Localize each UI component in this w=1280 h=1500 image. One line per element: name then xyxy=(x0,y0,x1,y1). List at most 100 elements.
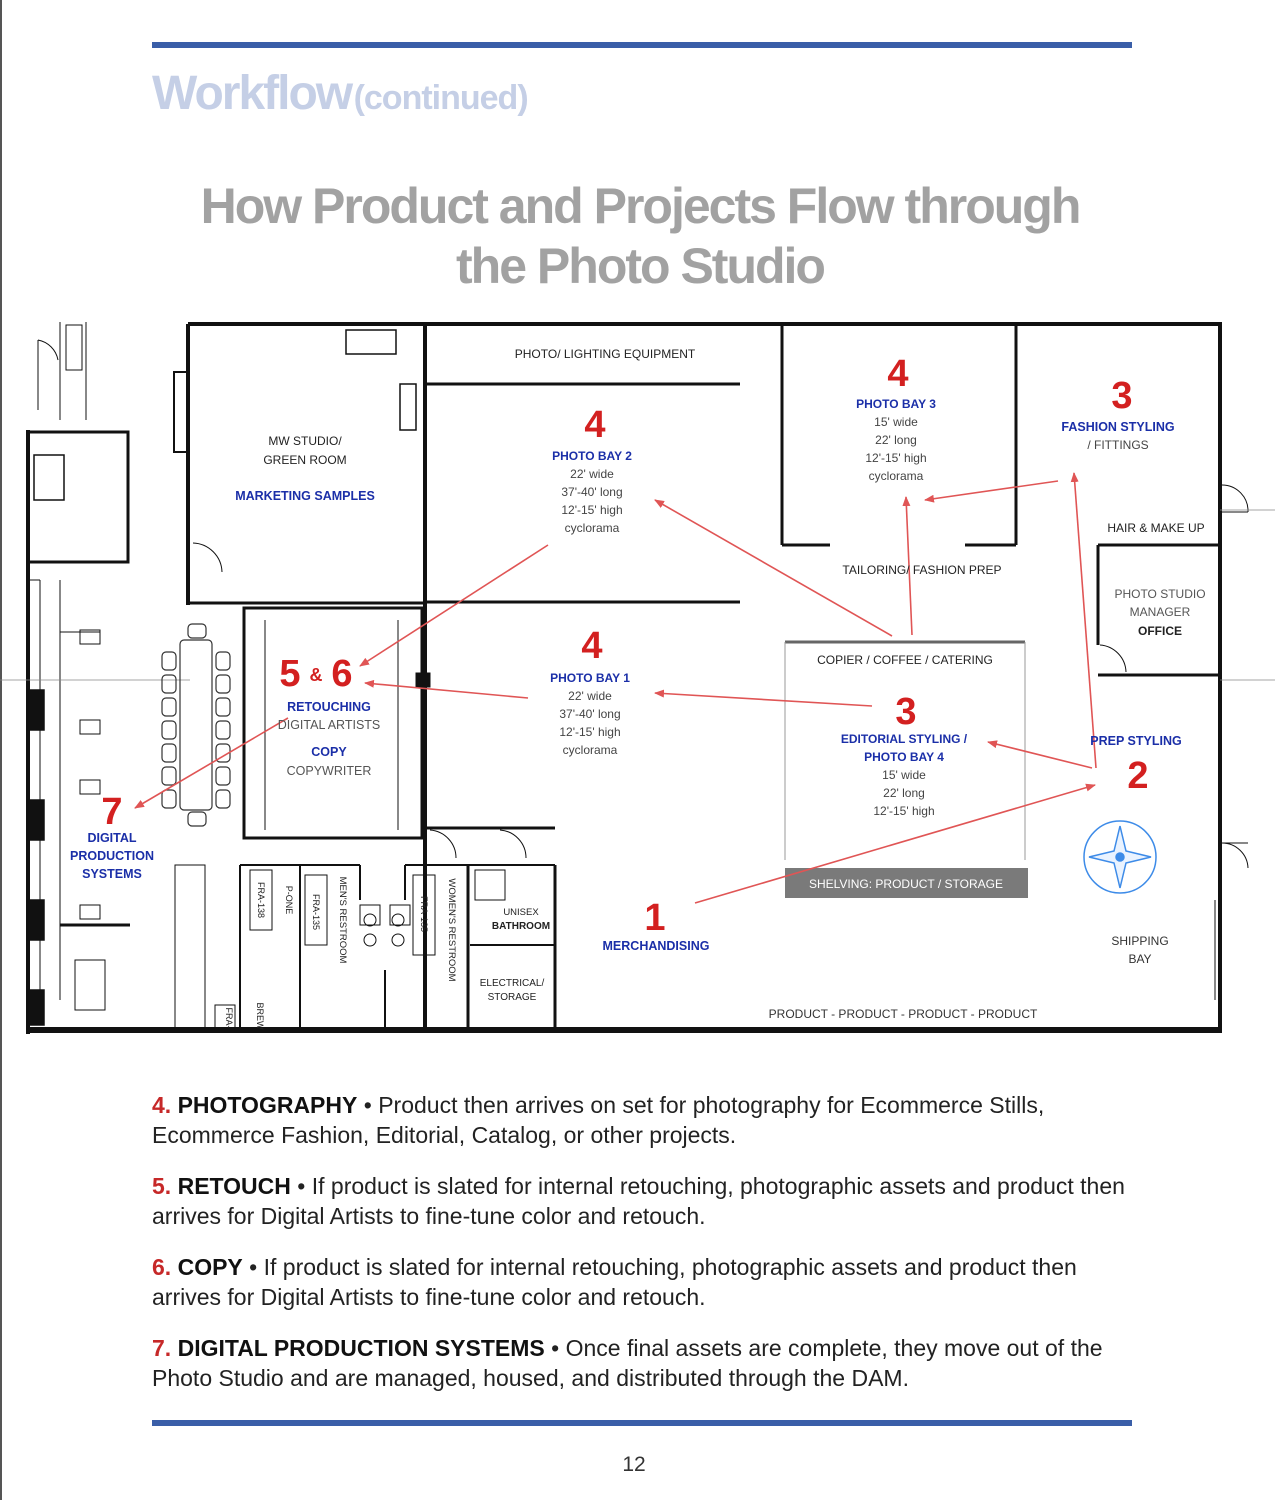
editorial-length: 22' long xyxy=(883,786,925,800)
editorial-height: 12'-15' high xyxy=(873,804,934,818)
step-name: PHOTOGRAPHY xyxy=(177,1092,358,1118)
step-name: COPY xyxy=(177,1254,243,1280)
bay1-length: 37'-40' long xyxy=(559,707,620,721)
step-text: Once final assets are complete, they mov… xyxy=(152,1335,1103,1391)
editorial-number: 3 xyxy=(895,691,916,733)
womens-restroom-label: WOMEN'S RESTROOM xyxy=(446,878,457,981)
dps-number: 7 xyxy=(101,791,122,833)
digital-artists-label: DIGITAL ARTISTS xyxy=(278,718,381,732)
manager-label-2: MANAGER xyxy=(1130,605,1191,619)
bay2-number: 4 xyxy=(584,404,605,446)
shelving-bar xyxy=(785,868,1028,898)
section-title-text: Workflow xyxy=(152,67,353,120)
arrow-prep-to-fashion xyxy=(1070,472,1097,769)
retouching-title: RETOUCHING xyxy=(287,700,371,714)
bay1-height: 12'-15' high xyxy=(559,725,620,739)
step-number: 7. xyxy=(152,1335,172,1361)
phone-label: P-ONE xyxy=(284,886,294,915)
mw-studio-label-1: MW STUDIO/ xyxy=(268,434,342,448)
bay3-title: PHOTO BAY 3 xyxy=(856,397,936,411)
bay3-length: 22' long xyxy=(875,433,917,447)
arrow-editorial-to-bay1 xyxy=(654,689,873,707)
fra-138-label: FRA-138 xyxy=(256,882,266,918)
bay1-number: 4 xyxy=(581,625,602,667)
compass-icon xyxy=(1083,820,1157,894)
dps-label-1: DIGITAL xyxy=(87,831,136,845)
step-name: DIGITAL PRODUCTION SYSTEMS xyxy=(177,1335,545,1361)
step-separator: • xyxy=(242,1254,264,1280)
arrow-prep-to-editorial xyxy=(987,740,1093,769)
section-title: Workflow (continued) xyxy=(152,66,529,121)
brew-label: BREW xyxy=(255,1003,265,1031)
electrical-label-2: STORAGE xyxy=(488,992,537,1003)
tailoring-label: TAILORING/ FASHION PREP xyxy=(842,563,1001,577)
product-row-label: PRODUCT - PRODUCT - PRODUCT - PRODUCT xyxy=(769,1007,1038,1021)
manager-label-3: OFFICE xyxy=(1138,624,1182,638)
floor-plan: PHOTO/ LIGHTING EQUIPMENT MW STUDIO/ GRE… xyxy=(0,322,1275,1034)
flow-arrows xyxy=(134,472,1097,904)
retouch-number-a: 5 xyxy=(279,653,300,695)
arrow-retouch-to-dps xyxy=(134,717,289,809)
editorial-title-2: PHOTO BAY 4 xyxy=(864,750,944,764)
bay3-type: cyclorama xyxy=(869,469,924,483)
arrow-bay2-to-retouch xyxy=(359,544,549,667)
bay2-length: 37'-40' long xyxy=(561,485,622,499)
page-edge xyxy=(0,0,2,1500)
mens-restroom-label: MEN'S RESTROOM xyxy=(337,877,348,964)
dps-label-3: SYSTEMS xyxy=(82,867,142,881)
dps-label-2: PRODUCTION xyxy=(70,849,154,863)
shipping-label-1: SHIPPING xyxy=(1111,934,1168,948)
bay3-height: 12'-15' high xyxy=(865,451,926,465)
copier-label: COPIER / COFFEE / CATERING xyxy=(817,653,993,667)
bay1-width: 22' wide xyxy=(568,689,612,703)
fashion-sub: / FITTINGS xyxy=(1087,438,1148,452)
fra-small-label: FRA- xyxy=(224,1008,234,1029)
step-name: RETOUCH xyxy=(177,1173,291,1199)
building-walls xyxy=(173,322,1275,1032)
page-heading-line2: the Photo Studio xyxy=(456,238,826,294)
step-number: 6. xyxy=(152,1254,172,1280)
editorial-title-1: EDITORIAL STYLING / xyxy=(841,732,968,746)
workflow-steps: 4. PHOTOGRAPHY • Product then arrives on… xyxy=(152,1090,1142,1414)
step-text: If product is slated for internal retouc… xyxy=(152,1173,1125,1229)
merch-title: MERCHANDISING xyxy=(603,939,710,953)
arrow-merch-to-prep xyxy=(694,783,1096,904)
marketing-samples-label: MARKETING SAMPLES xyxy=(235,489,375,503)
arrow-copier-to-bay2 xyxy=(654,499,893,637)
arrow-bay1-to-retouch xyxy=(364,679,529,699)
retouch-amp: & xyxy=(310,665,323,685)
unisex-label-2: BATHROOM xyxy=(492,921,550,932)
page-heading: How Product and Projects Flow through th… xyxy=(130,176,1150,296)
merch-number: 1 xyxy=(644,897,665,939)
mw-studio-label-2: GREEN ROOM xyxy=(263,453,346,467)
bay2-title: PHOTO BAY 2 xyxy=(552,449,632,463)
bay2-height: 12'-15' high xyxy=(561,503,622,517)
electrical-label-1: ELECTRICAL/ xyxy=(480,978,545,989)
editorial-width: 15' wide xyxy=(882,768,926,782)
fashion-number: 3 xyxy=(1111,375,1132,417)
page-number: 12 xyxy=(622,1453,646,1476)
arrow-copier-to-bay3 xyxy=(902,496,913,636)
step-separator: • xyxy=(357,1092,379,1118)
step-text: Product then arrives on set for photogra… xyxy=(152,1092,1045,1148)
fra-135-label-b: FRA-135 xyxy=(419,896,429,932)
step-digital-production-systems: 7. DIGITAL PRODUCTION SYSTEMS • Once fin… xyxy=(152,1333,1142,1393)
bay3-width: 15' wide xyxy=(874,415,918,429)
bay3-number: 4 xyxy=(887,353,908,395)
prep-title: PREP STYLING xyxy=(1090,734,1181,748)
shipping-label-2: BAY xyxy=(1128,952,1151,966)
step-copy: 6. COPY • If product is slated for inter… xyxy=(152,1252,1142,1312)
step-number: 5. xyxy=(152,1173,172,1199)
prep-number: 2 xyxy=(1127,755,1148,797)
step-retouch: 5. RETOUCH • If product is slated for in… xyxy=(152,1171,1142,1231)
shelving-label: SHELVING: PRODUCT / STORAGE xyxy=(809,877,1003,891)
manager-label-1: PHOTO STUDIO xyxy=(1114,587,1205,601)
step-text: If product is slated for internal retouc… xyxy=(152,1254,1077,1310)
section-title-suffix: (continued) xyxy=(353,79,529,117)
equipment-label: PHOTO/ LIGHTING EQUIPMENT xyxy=(515,347,696,361)
top-rule xyxy=(152,42,1132,48)
hair-makeup-label: HAIR & MAKE UP xyxy=(1107,521,1204,535)
copy-title: COPY xyxy=(311,745,347,759)
conference-table xyxy=(161,623,231,827)
fashion-title: FASHION STYLING xyxy=(1061,420,1174,434)
